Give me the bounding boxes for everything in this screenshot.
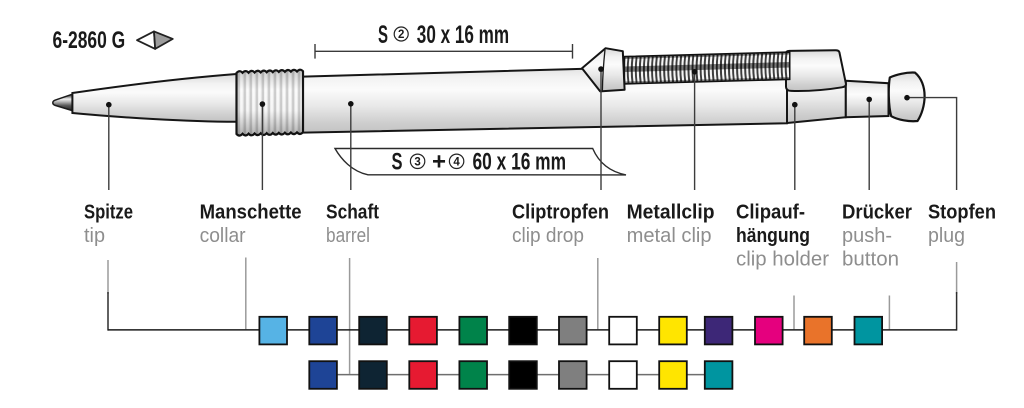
svg-text:metal clip: metal clip — [627, 225, 712, 247]
svg-text:Stopfen: Stopfen — [928, 202, 996, 224]
svg-text:S: S — [378, 21, 388, 49]
svg-text:Cliptropfen: Cliptropfen — [512, 202, 609, 224]
svg-text:6-2860 G: 6-2860 G — [53, 27, 126, 54]
svg-text:+: + — [432, 149, 446, 176]
svg-text:clip holder: clip holder — [736, 248, 829, 270]
svg-text:hängung: hängung — [736, 225, 810, 247]
svg-text:barrel: barrel — [326, 225, 370, 247]
svg-text:2: 2 — [398, 29, 404, 41]
svg-text:60 x 16 mm: 60 x 16 mm — [473, 149, 567, 176]
svg-text:Schaft: Schaft — [326, 202, 379, 224]
svg-text:plug: plug — [928, 225, 965, 247]
svg-text:clip drop: clip drop — [512, 225, 584, 247]
svg-text:push-: push- — [842, 225, 892, 247]
svg-text:3: 3 — [414, 156, 420, 168]
svg-text:button: button — [842, 248, 899, 270]
svg-text:4: 4 — [453, 156, 460, 168]
svg-text:Manschette: Manschette — [200, 202, 302, 224]
svg-text:Drücker: Drücker — [842, 202, 912, 224]
svg-text:30 x 16 mm: 30 x 16 mm — [417, 21, 509, 49]
svg-text:tip: tip — [84, 225, 105, 247]
svg-text:Clipauf-: Clipauf- — [736, 202, 805, 224]
svg-text:S: S — [392, 149, 403, 176]
svg-text:collar: collar — [200, 225, 246, 247]
svg-text:Spitze: Spitze — [84, 202, 133, 224]
svg-text:Metallclip: Metallclip — [627, 202, 715, 224]
